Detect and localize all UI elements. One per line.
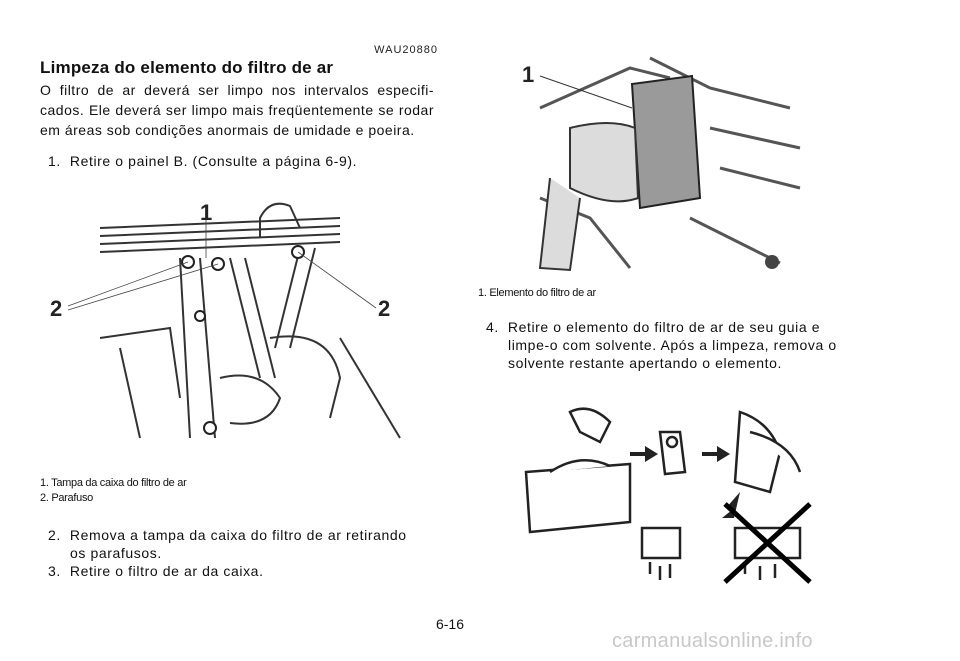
caption-line: 1. Tampa da caixa do filtro de ar	[40, 477, 187, 489]
step-1: 1. Retire o painel B. (Consulte a página…	[48, 152, 357, 170]
figure-frame-lines	[99, 202, 401, 439]
figure2-captions: 1. Elemento do filtro de ar	[478, 286, 596, 301]
twist-ok-figure	[640, 526, 682, 580]
figure1-captions: 1. Tampa da caixa do filtro de ar 2. Par…	[40, 476, 187, 506]
twist-wrong-figure	[733, 526, 802, 580]
step-number: 1.	[48, 153, 61, 169]
step-text: limpe-o com solvente. Após a limpeza, re…	[508, 337, 837, 353]
arrow-icon	[630, 446, 658, 462]
solvent-container	[524, 407, 632, 534]
figure-cleaning-steps	[524, 407, 812, 584]
caption-line: 1. Elemento do filtro de ar	[478, 287, 596, 299]
intro-paragraph: O filtro de ar deverá ser limpo nos inte…	[40, 82, 434, 138]
step-4: 4. Retire o elemento do filtro de ar de …	[486, 318, 837, 372]
filter-element	[630, 74, 702, 210]
step-text: Retire o painel B. (Consulte a página 6-…	[69, 153, 358, 169]
callout-2-left: 2	[50, 296, 62, 321]
step-text: solvente restante apertando o elemento.	[508, 355, 783, 371]
figure-air-filter-cover: 1 2 2	[50, 200, 401, 439]
callout-leaders	[67, 220, 377, 311]
doc-code: WAU20880	[374, 44, 438, 56]
bolt-markers	[181, 245, 305, 435]
step-text: Remova a tampa da caixa do filtro de ar …	[69, 527, 407, 543]
squeeze-figure	[658, 430, 687, 476]
figure-air-filter-element: 1	[510, 48, 810, 274]
knob-marker	[765, 255, 779, 269]
cross-mark-icon	[723, 502, 812, 584]
step-number: 4.	[486, 319, 499, 335]
callout-1: 1	[200, 200, 212, 225]
step-text: os parafusos.	[70, 545, 162, 561]
page-number: 6-16	[435, 616, 465, 632]
callout-2-right: 2	[378, 296, 390, 321]
step-3: 3. Retire o filtro de ar da caixa.	[48, 562, 264, 580]
callout-leader	[539, 75, 633, 109]
step-text: Retire o elemento do filtro de ar de seu…	[507, 319, 821, 335]
hands-figure	[733, 410, 802, 494]
step-2: 2. Remova a tampa da caixa do filtro de …	[48, 526, 407, 562]
caption-line: 2. Parafuso	[40, 492, 93, 504]
step-number: 3.	[48, 563, 61, 579]
watermark: carmanualsonline.info	[612, 630, 813, 652]
section-title: Limpeza do elemento do filtro de ar	[40, 58, 334, 77]
callout-1: 1	[522, 62, 534, 87]
hand-shape	[538, 122, 640, 272]
arrow-icon	[702, 446, 730, 462]
step-number: 2.	[48, 527, 61, 543]
step-text: Retire o filtro de ar da caixa.	[69, 563, 264, 579]
